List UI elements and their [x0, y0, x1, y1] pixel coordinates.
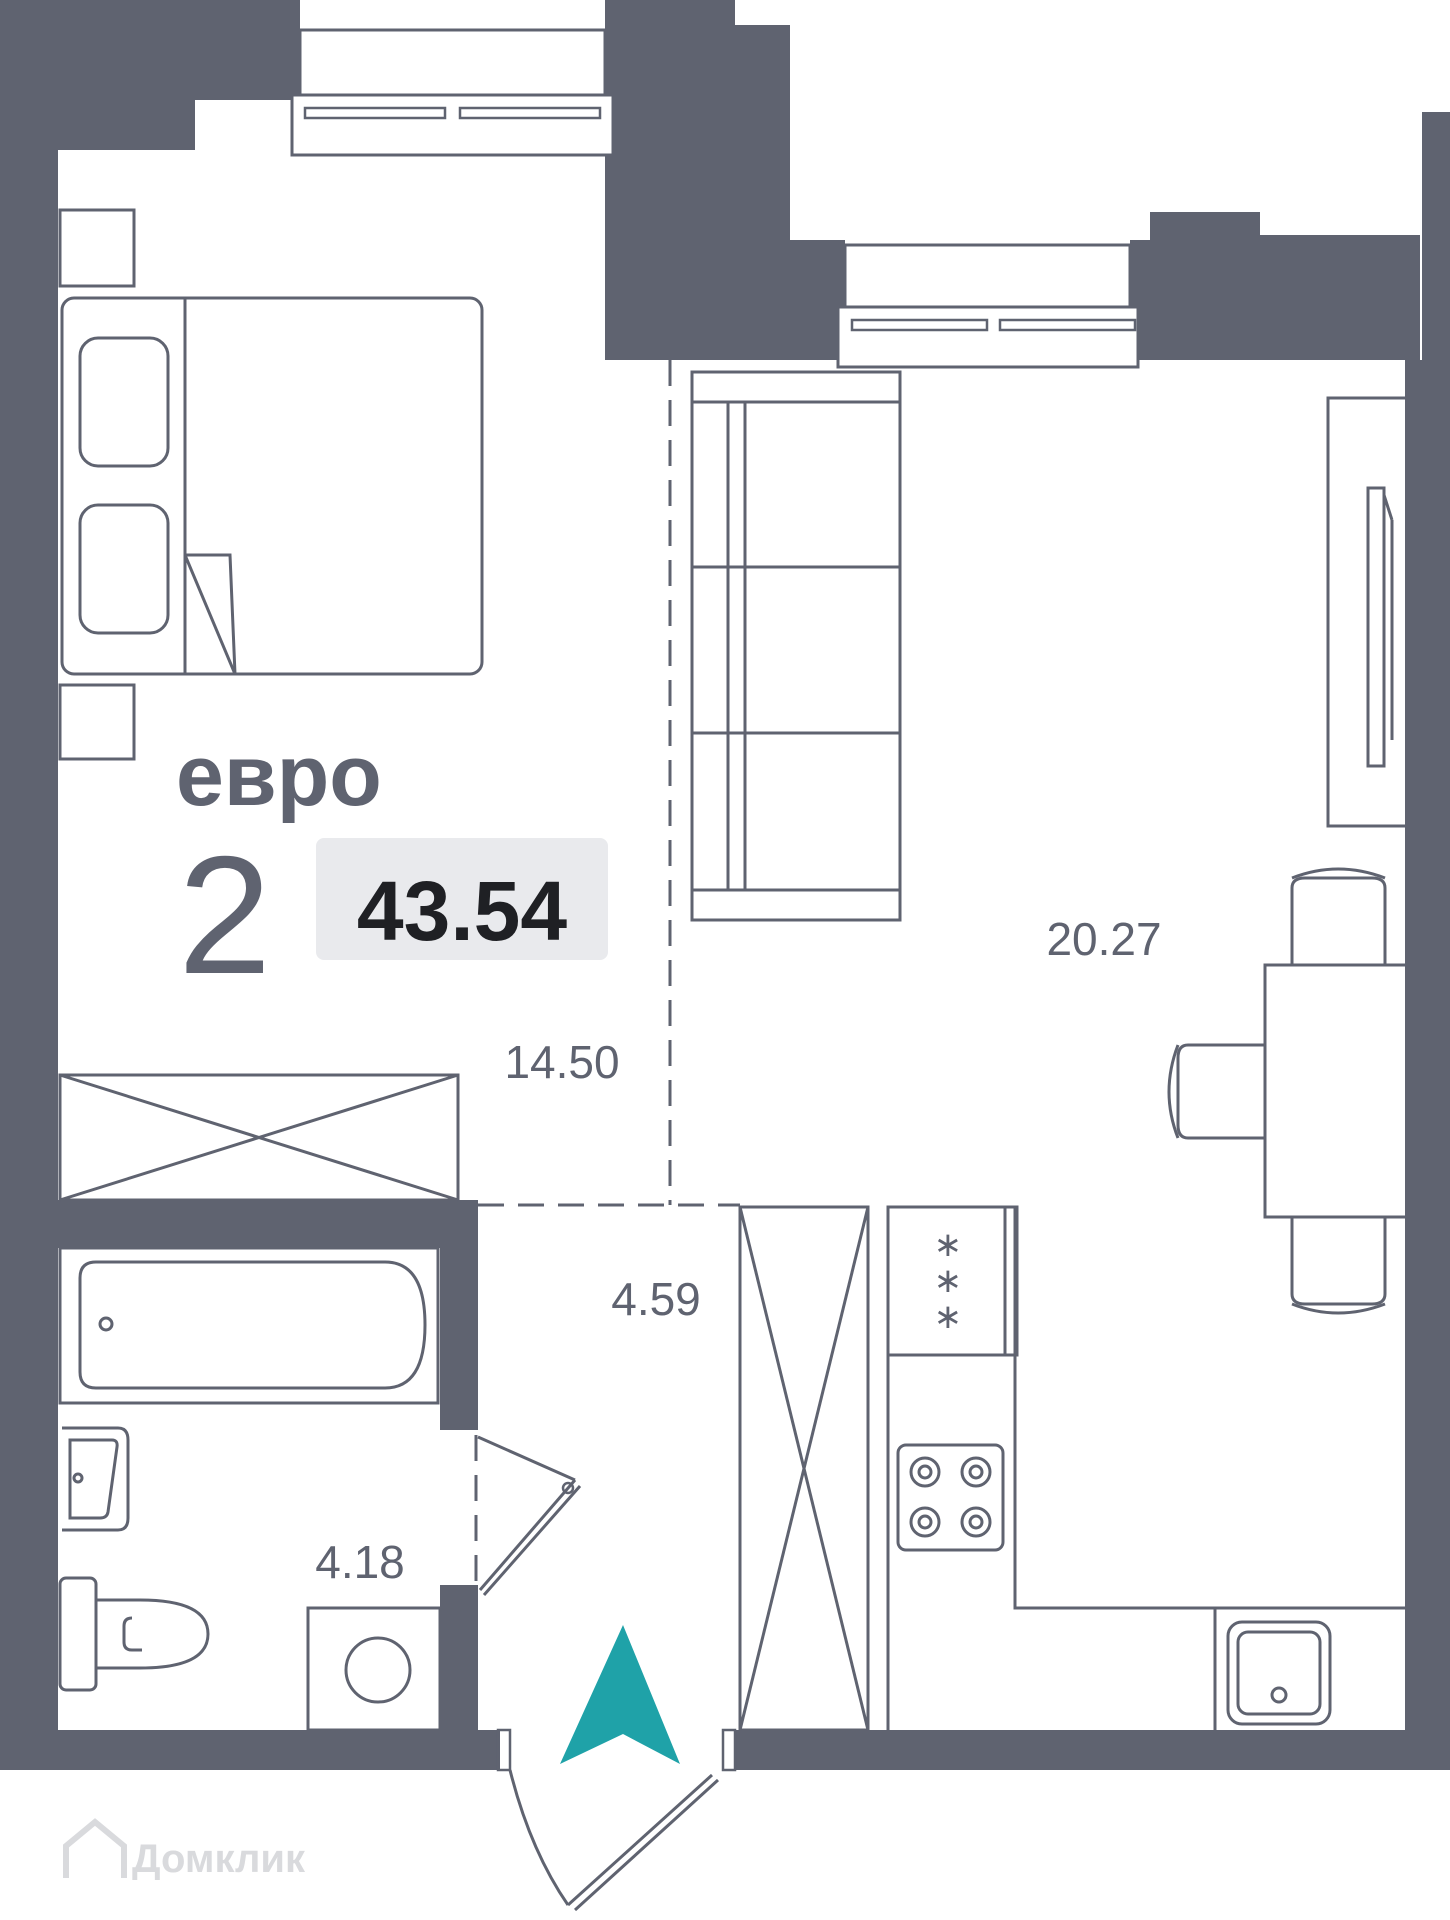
window-living [836, 243, 1140, 369]
wardrobe-hallway [738, 1205, 870, 1732]
stove-mark-1: ∗ [934, 1225, 963, 1265]
watermark: Домклик [63, 1818, 306, 1881]
tv-stand [1326, 396, 1410, 828]
rooms-count: 2 [178, 821, 271, 1009]
walls [0, 0, 1450, 1770]
bathroom-door [477, 1435, 582, 1596]
stove-mark-3: ∗ [934, 1297, 963, 1337]
window-bedroom [290, 28, 615, 157]
house-logo-icon [63, 1818, 127, 1878]
washing-machine-icon [306, 1606, 442, 1732]
stove-marks: ∗ ∗ ∗ [934, 1225, 963, 1337]
wardrobe-bedroom [58, 1073, 460, 1202]
kitchen-counter [886, 1205, 1408, 1730]
nightstand-top [58, 208, 136, 288]
total-area-badge [316, 838, 608, 960]
toilet-icon [58, 1576, 210, 1692]
dining-table [1167, 867, 1409, 1315]
nightstand-bottom [58, 683, 136, 761]
watermark-text: Домклик [132, 1837, 306, 1881]
total-area: 43.54 [357, 864, 567, 958]
washbasin-icon [62, 1426, 130, 1532]
room-area-hallway: 4.59 [611, 1273, 701, 1325]
room-area-living: 20.27 [1046, 913, 1161, 965]
sofa [690, 370, 902, 922]
cooktop-icon [896, 1443, 1005, 1552]
bed [60, 296, 484, 676]
apartment-type-label: евро [176, 728, 382, 824]
entrance-arrow-icon [560, 1625, 680, 1764]
bathtub-icon [58, 1246, 440, 1405]
kitchen-sink-icon [1226, 1620, 1332, 1726]
room-area-bathroom: 4.18 [315, 1536, 405, 1588]
room-area-bedroom: 14.50 [504, 1036, 619, 1088]
stove-mark-2: ∗ [934, 1261, 963, 1301]
entrance-door [496, 1728, 737, 1912]
